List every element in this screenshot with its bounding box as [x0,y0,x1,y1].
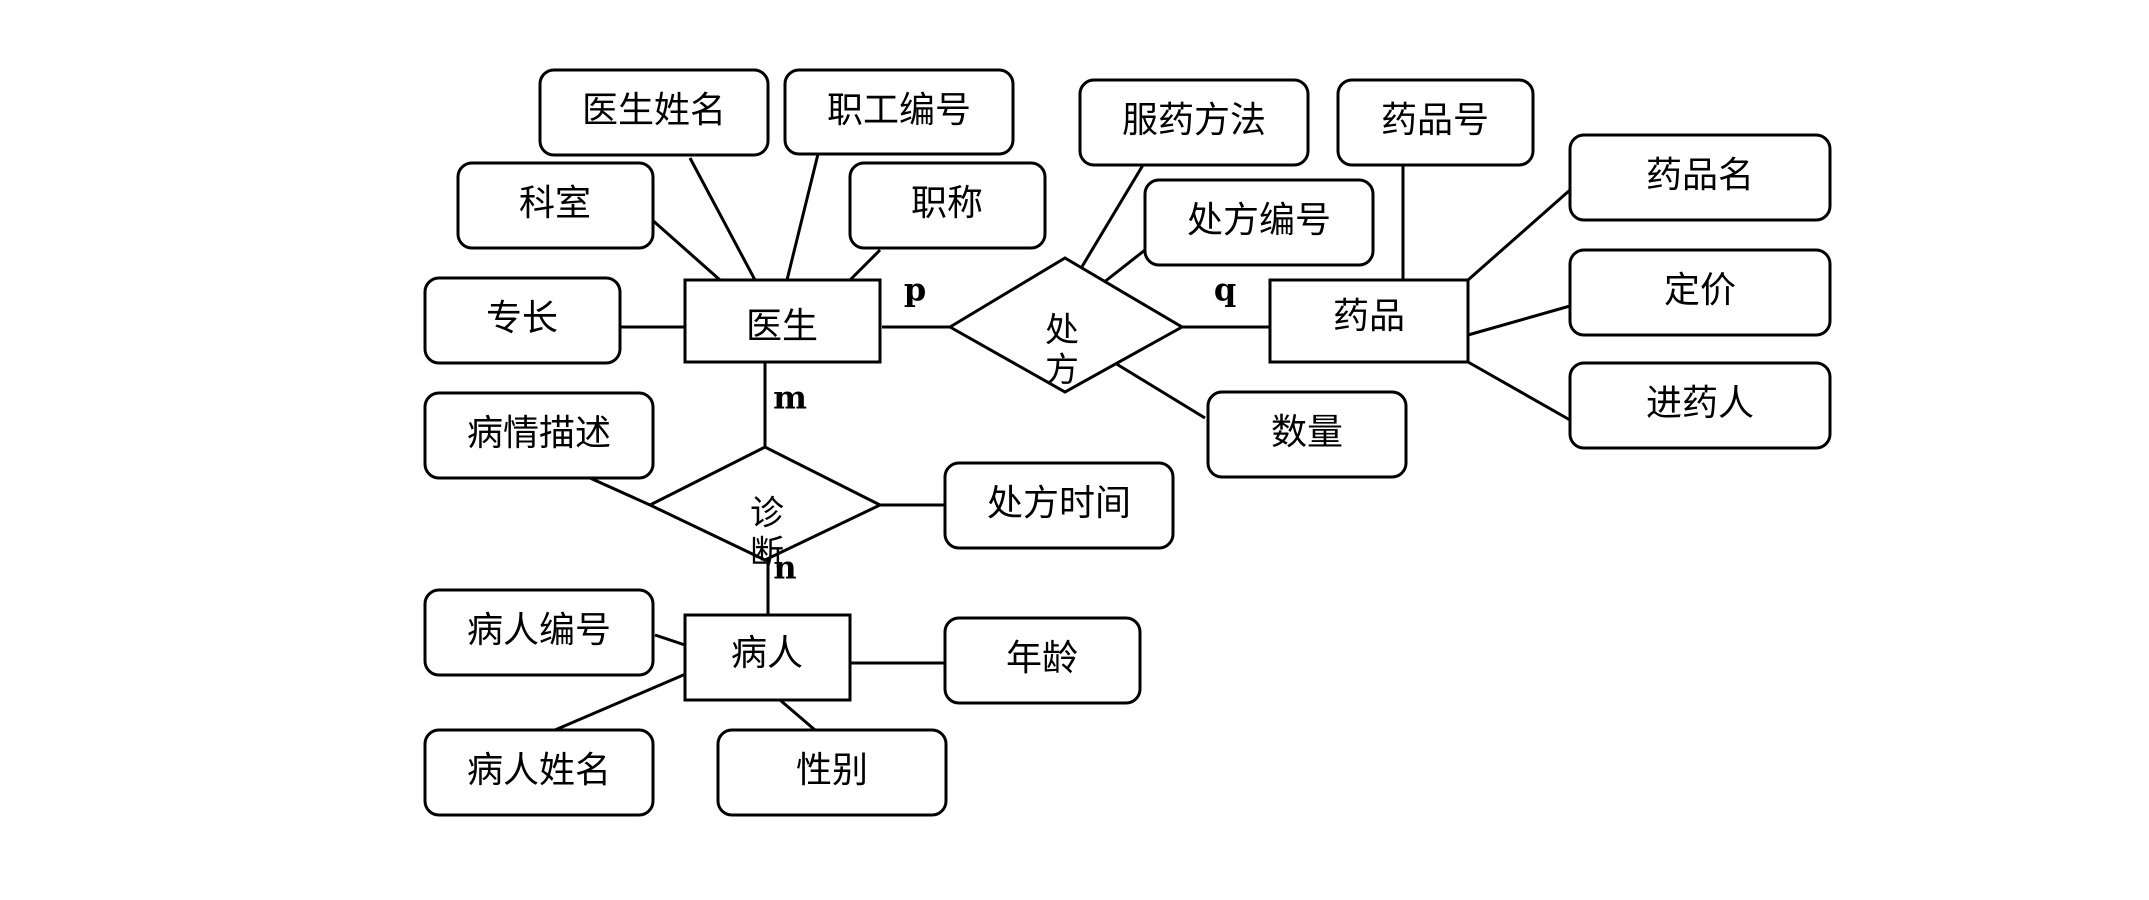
attribute-age-label: 年龄 [1006,638,1078,679]
attribute-prescription-no: 处方编号 [1143,178,1375,267]
attribute-specialty: 专长 [423,276,622,365]
entity-doctor-label: 医生 [746,306,818,347]
relationship-diagnosis-label-1: 诊 [750,494,784,534]
attribute-department-label: 科室 [519,183,591,224]
attribute-patient-name: 病人姓名 [423,728,655,817]
attribute-drug-name-label: 药品名 [1646,155,1754,196]
attribute-condition-label: 病情描述 [467,413,611,454]
attribute-price: 定价 [1568,248,1832,337]
attribute-gender-label: 性别 [796,750,868,791]
entity-drug: 药品 [1268,278,1470,364]
cardinality-doctor-diagnosis: m [773,379,807,417]
attribute-quantity: 数量 [1206,390,1408,479]
attribute-prescription-no-label: 处方编号 [1187,200,1331,241]
attribute-usage-label: 服药方法 [1122,100,1266,141]
attribute-purchaser: 进药人 [1568,361,1832,450]
attribute-usage: 服药方法 [1078,78,1310,167]
attribute-staff-no: 职工编号 [783,68,1015,156]
attribute-drug-no: 药品号 [1336,78,1535,167]
entity-patient-label: 病人 [731,633,803,674]
cardinality-prescription-drug: q [1214,271,1236,309]
attribute-specialty-label: 专长 [486,298,558,339]
attribute-doctor-name-label: 医生姓名 [582,90,726,131]
relationship-prescription-label-1: 处 [1045,311,1079,351]
attribute-prescription-time-label: 处方时间 [987,483,1131,524]
attribute-staff-no-label: 职工编号 [827,90,971,131]
attribute-prescription-time: 处方时间 [943,461,1175,550]
attribute-drug-no-label: 药品号 [1381,100,1489,141]
attribute-drug-name: 药品名 [1568,133,1832,222]
entity-patient: 病人 [683,613,852,702]
cardinality-diagnosis-patient: n [773,549,796,587]
relationship-diagnosis-label-2: 断 [750,534,784,574]
entity-drug-label: 药品 [1333,296,1405,337]
attribute-quantity-label: 数量 [1271,412,1343,453]
relationship-prescription-label-2: 方 [1045,351,1079,391]
attribute-patient-no-label: 病人编号 [467,610,611,651]
connector-lines [554,153,1571,732]
attribute-age: 年龄 [943,616,1142,705]
attribute-title: 职称 [848,161,1047,250]
attribute-patient-no: 病人编号 [423,588,655,677]
attribute-doctor-name: 医生姓名 [538,68,770,157]
attribute-patient-name-label: 病人姓名 [467,750,611,791]
attribute-condition: 病情描述 [423,391,655,480]
attribute-department: 科室 [456,161,655,250]
attribute-purchaser-label: 进药人 [1646,383,1754,424]
relationship-diagnosis: 诊 断 [646,445,884,574]
entity-doctor: 医生 [683,278,882,364]
relationship-prescription: 处 方 [947,256,1186,394]
attribute-price-label: 定价 [1664,270,1736,311]
attribute-title-label: 职称 [911,183,983,224]
attribute-gender: 性别 [716,728,948,817]
cardinality-doctor-prescription: p [904,271,926,309]
